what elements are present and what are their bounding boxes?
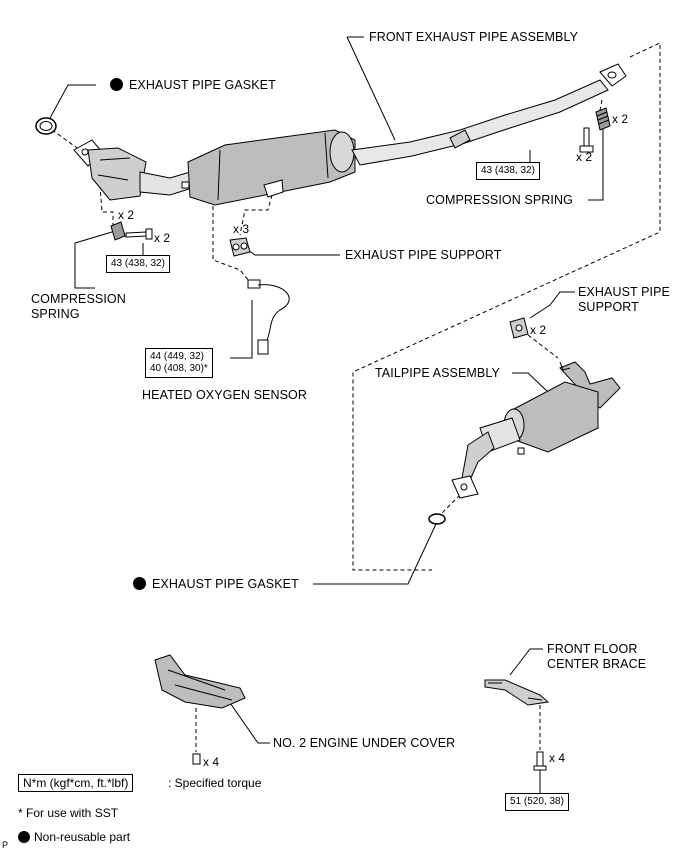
qty-spring-right: x 2	[612, 112, 629, 126]
label-exhaust-pipe-gasket-bottom-text: EXHAUST PIPE GASKET	[152, 577, 299, 591]
exhaust-pipe-support-right	[509, 317, 529, 339]
leader-compression-spring-left	[74, 231, 113, 289]
leader-under-cover	[227, 699, 270, 744]
qty-brace-bolt: x 4	[549, 751, 566, 765]
dashed-spring-right	[599, 99, 603, 111]
compression-spring-left	[110, 221, 126, 241]
label-exhaust-pipe-support-center: EXHAUST PIPE SUPPORT	[345, 248, 502, 262]
label-exhaust-pipe-support-right: EXHAUST PIPE SUPPORT	[578, 285, 670, 314]
dashed-gasket-bottom	[439, 494, 461, 516]
leader-exhaust-pipe-support-right	[529, 291, 575, 319]
dashed-support-center	[239, 194, 273, 236]
leader-tailpipe-assembly	[512, 372, 549, 393]
leader-floor-brace	[509, 648, 543, 676]
leader-oxygen-sensor	[230, 300, 253, 359]
qty-support-right: x 2	[530, 323, 547, 337]
front-exhaust-pipe-assembly	[73, 63, 627, 206]
exhaust-pipe-gasket-top	[35, 117, 57, 135]
label-exhaust-pipe-gasket-top-text: EXHAUST PIPE GASKET	[129, 78, 276, 92]
dashed-gasket-top	[51, 129, 81, 151]
dashed-group-boundary	[352, 42, 661, 571]
label-no2-engine-under-cover: NO. 2 ENGINE UNDER COVER	[273, 736, 456, 750]
corner-mark: P	[2, 840, 9, 850]
qty-bolt-right: x 2	[576, 150, 593, 164]
legend-non-reusable: Non-reusable part	[18, 830, 130, 844]
bolt-right	[579, 127, 594, 153]
qty-spring-left: x 2	[118, 208, 135, 222]
under-cover-clip	[192, 753, 201, 765]
label-exhaust-pipe-gasket-bottom: EXHAUST PIPE GASKET	[133, 577, 299, 592]
leader-compression-spring-right	[588, 125, 604, 201]
no2-engine-under-cover	[154, 654, 246, 709]
non-reusable-dot-icon	[110, 78, 123, 91]
legend-torque-box: N*m (kgf*cm, ft.*lbf)	[18, 774, 134, 792]
legend-torque-desc: : Specified torque	[168, 776, 262, 790]
tailpipe-assembly	[451, 361, 621, 499]
torque-flange-bolt-right: 43 (438, 32)	[476, 162, 540, 180]
label-compression-spring-right: COMPRESSION SPRING	[426, 193, 573, 207]
label-exhaust-pipe-gasket-top: EXHAUST PIPE GASKET	[110, 78, 276, 93]
non-reusable-dot-icon	[133, 577, 146, 590]
legend-sst-note: * For use with SST	[18, 806, 119, 820]
exhaust-pipe-gasket-bottom	[428, 513, 446, 525]
label-front-exhaust-pipe-assembly: FRONT EXHAUST PIPE ASSEMBLY	[369, 30, 579, 44]
qty-support-center: x 3	[233, 222, 250, 236]
dashed-sensor	[212, 192, 251, 283]
torque-flange-bolt-left: 43 (438, 32)	[106, 255, 170, 273]
bolt-left	[125, 228, 153, 240]
qty-under-cover-clip: x 4	[203, 755, 220, 769]
qty-bolt-left: x 2	[154, 231, 171, 245]
exhaust-pipe-support-center	[229, 237, 251, 257]
heated-oxygen-sensor	[247, 279, 290, 355]
dashed-support-right	[527, 334, 559, 359]
torque-brace-bolt: 51 (520, 38)	[505, 793, 569, 811]
leader-exhaust-pipe-support	[244, 247, 340, 256]
label-tailpipe-assembly: TAILPIPE ASSEMBLY	[375, 366, 500, 380]
legend-non-reusable-text: Non-reusable part	[34, 830, 131, 844]
non-reusable-dot-icon	[18, 831, 30, 843]
label-compression-spring-left: COMPRESSION SPRING	[31, 292, 126, 321]
label-front-floor-center-brace: FRONT FLOOR CENTER BRACE	[547, 642, 647, 671]
leader-gasket-top	[49, 84, 96, 119]
leader-gasket-bottom	[313, 523, 437, 585]
compression-spring-right	[595, 107, 611, 131]
leader-front-exhaust-pipe	[346, 36, 396, 141]
label-heated-oxygen-sensor: HEATED OXYGEN SENSOR	[142, 388, 307, 402]
brace-bolt	[533, 751, 547, 771]
torque-oxygen-sensor: 44 (449, 32) 40 (408, 30)*	[145, 348, 213, 378]
front-floor-center-brace	[484, 679, 550, 706]
